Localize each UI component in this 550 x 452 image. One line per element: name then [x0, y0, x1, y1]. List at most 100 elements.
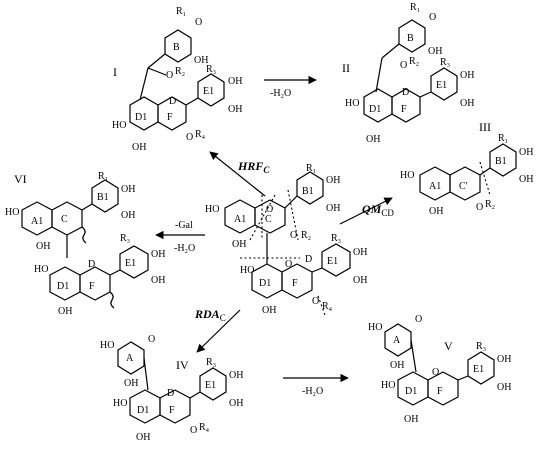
atom-ho: HO: [34, 264, 48, 275]
atom-oh: OH: [228, 76, 242, 87]
atom-r3: R₃: [440, 57, 450, 68]
atom-o: O: [186, 132, 193, 143]
ring-label-c: C: [265, 214, 272, 225]
atom-r3: R₃: [206, 64, 216, 75]
ring-label-d1: D1: [369, 104, 381, 115]
atom-ho: HO: [113, 398, 127, 409]
arrow-central-to-iii: [339, 197, 393, 225]
atom-ho: HO: [368, 322, 382, 333]
atom-o: O: [400, 60, 407, 71]
atom-r1: R₁: [98, 171, 108, 182]
atom-oh: OH: [366, 134, 380, 145]
ring-label-d1: D1: [57, 281, 69, 292]
ring-label-a: A: [393, 335, 401, 346]
atom-oh: OH: [194, 55, 208, 66]
atom-ho: HO: [112, 120, 126, 131]
atom-ho: HO: [205, 204, 219, 215]
compound-label-vi: VI: [14, 172, 27, 186]
ring-label-d1: D1: [405, 386, 417, 397]
atom-r4: R₄: [322, 301, 333, 312]
atom-ho: HO: [345, 98, 359, 109]
ring-label-c: C: [61, 214, 68, 225]
atom-oh: OH: [121, 210, 135, 221]
atom-o: O: [190, 425, 197, 436]
ring-label-d1: D1: [135, 112, 147, 123]
structure-iii: R₁ OH OH B1 A1 C' HO OH O R₂ III: [400, 120, 533, 217]
structure-v: HO O A OH R₃ E1 OH OH O D1 F HO OH V: [368, 314, 511, 425]
atom-oh: OH: [151, 275, 165, 286]
atom-oh: OH: [229, 398, 243, 409]
atom-oh: OH: [497, 382, 511, 393]
atom-oh: OH: [132, 142, 146, 153]
ring-label-d1: D1: [137, 405, 149, 416]
ring-label-a1: A1: [31, 216, 43, 227]
ring-label-b1: B1: [495, 156, 507, 167]
compound-label-i: I: [113, 65, 117, 79]
reaction-arrows: -H₂O HRFC QMCD -Gal -H₂O RDAC -H₂O: [155, 75, 394, 397]
atom-oh: OH: [519, 147, 533, 158]
atom-o: O: [432, 367, 439, 378]
label-gal-loss: -Gal: [175, 220, 193, 231]
atom-oh: OH: [326, 175, 340, 186]
atom-r3: R₃: [206, 357, 216, 368]
atom-oh: OH: [429, 206, 443, 217]
atom-oh: OH: [232, 239, 246, 250]
atom-oh: OH: [262, 305, 276, 316]
label-h2o-loss: -H₂O: [302, 386, 323, 397]
atom-oh: OH: [353, 275, 367, 286]
compound-label-iii: III: [479, 120, 491, 134]
atom-oh: OH: [404, 414, 418, 425]
atom-ho: HO: [400, 170, 414, 181]
atom-r1: R₁: [498, 133, 508, 144]
ring-label-e1: E1: [203, 86, 214, 97]
atom-r4: R₄: [199, 422, 210, 433]
ring-label-f: F: [167, 112, 173, 123]
atom-ho: HO: [240, 265, 254, 276]
ring-label-d1: D1: [259, 278, 271, 289]
atom-ho: HO: [381, 380, 395, 391]
atom-oh: OH: [121, 184, 135, 195]
ring-label-f: F: [89, 281, 95, 292]
ring-label-d: D: [402, 87, 409, 98]
atom-o: O: [290, 230, 297, 241]
atom-oh: OH: [353, 247, 367, 258]
ring-label-e1: E1: [125, 258, 136, 269]
ring-label-a1: A1: [234, 214, 246, 225]
atom-o: O: [415, 314, 422, 325]
ring-label-e1: E1: [205, 380, 216, 391]
ring-label-f: F: [401, 104, 407, 115]
atom-o: O: [166, 70, 173, 81]
atom-r2: R₂: [175, 66, 185, 77]
atom-oh: OH: [497, 354, 511, 365]
atom-o: O: [476, 202, 483, 213]
atom-r3: R₃: [331, 233, 341, 244]
compound-label-iv: IV: [176, 358, 189, 372]
structure-i: R₁ O OH B O R₂ R₃ E1 OH OH D D1 F HO OH …: [112, 6, 242, 153]
ring-label-d: D: [167, 388, 174, 399]
atom-o: O: [285, 259, 292, 270]
atom-o: O: [429, 12, 436, 23]
atom-r2: R₂: [301, 230, 311, 241]
ring-label-b1: B1: [97, 192, 109, 203]
ring-label-e1: E1: [436, 80, 447, 91]
ring-label-e1: E1: [327, 256, 338, 267]
atom-r1: R₁: [410, 2, 420, 13]
atom-oh: OH: [428, 46, 442, 57]
atom-oh: OH: [229, 370, 243, 381]
atom-o: O: [195, 17, 202, 28]
label-rda: RDAC: [194, 307, 226, 323]
atom-ho: HO: [5, 207, 19, 218]
atom-oh: OH: [151, 249, 165, 260]
atom-o: O: [312, 296, 319, 307]
atom-r1: R₁: [176, 6, 186, 17]
central-structure: A1 C B1 D1 F E1 D HO OH O O R₂ R₁ OH OH …: [205, 163, 367, 316]
label-h2o-loss: -H₂O: [270, 88, 291, 99]
atom-oh: OH: [326, 203, 340, 214]
atom-oh: OH: [228, 104, 242, 115]
arrow-central-to-iv: [196, 309, 241, 353]
atom-oh: OH: [460, 70, 474, 81]
compound-label-v: V: [444, 339, 453, 353]
ring-label-d: D: [169, 96, 176, 107]
atom-oh: OH: [390, 360, 404, 371]
